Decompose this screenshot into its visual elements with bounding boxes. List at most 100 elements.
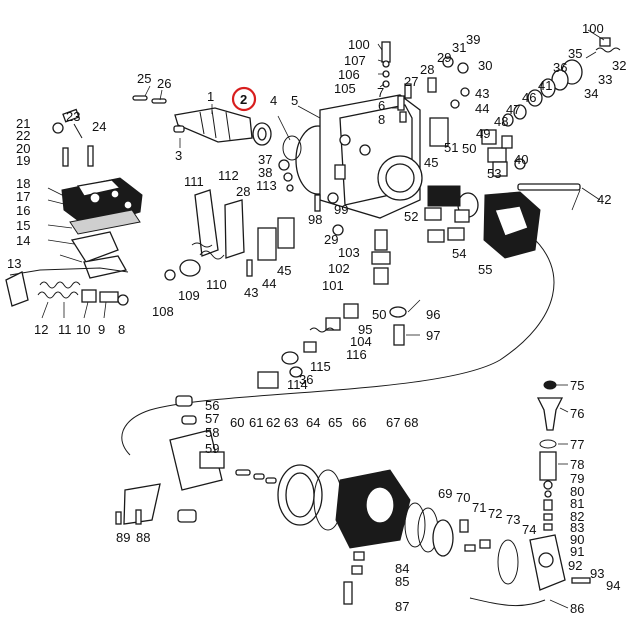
label-83: 83	[570, 520, 584, 535]
label-12: 12	[34, 322, 48, 337]
label-8: 8	[378, 112, 385, 127]
label-94: 94	[606, 578, 620, 593]
screw-108	[164, 269, 176, 281]
plunger-49-50	[481, 129, 513, 177]
label-5: 5	[291, 93, 298, 108]
label-66: 66	[352, 415, 366, 430]
label-87: 87	[395, 599, 409, 614]
label-19: 19	[16, 153, 30, 168]
label-28-mid: 28	[236, 184, 250, 199]
end-plate-55	[483, 191, 541, 259]
label-47: 47	[506, 102, 520, 117]
label-55: 55	[478, 262, 492, 277]
label-50-top: 50	[462, 141, 476, 156]
label-43-top: 43	[475, 86, 489, 101]
housing-left-58-59	[169, 395, 223, 491]
label-85: 85	[395, 574, 409, 589]
label-93: 93	[590, 566, 604, 581]
label-9: 9	[98, 322, 105, 337]
label-38: 38	[258, 165, 272, 180]
label-70: 70	[456, 490, 470, 505]
label-60: 60	[230, 415, 244, 430]
pins-25-26	[132, 95, 167, 104]
label-11: 11	[58, 322, 72, 337]
upper-bolts	[381, 41, 470, 147]
label-71: 71	[472, 500, 486, 515]
label-74: 74	[522, 522, 536, 537]
pivot-109	[179, 259, 201, 277]
governor-housing-66	[335, 469, 411, 549]
label-72: 72	[488, 506, 502, 521]
label-50-mid: 50	[372, 307, 386, 322]
label-42: 42	[597, 192, 611, 207]
label-61: 61	[249, 415, 263, 430]
label-6: 6	[378, 98, 385, 113]
label-115: 115	[310, 359, 331, 374]
label-65: 65	[328, 415, 342, 430]
label-100-top: 100	[348, 37, 370, 52]
label-107: 107	[344, 53, 366, 68]
label-111: 111	[184, 174, 204, 189]
label-17: 17	[16, 189, 30, 204]
label-96: 96	[426, 307, 440, 322]
label-81: 81	[570, 496, 584, 511]
spring-110	[199, 250, 225, 260]
label-8-bottom: 8	[118, 322, 125, 337]
label-45-right: 45	[424, 155, 438, 170]
housing-gasket-4	[282, 135, 302, 161]
label-39: 39	[466, 32, 480, 47]
label-25: 25	[137, 71, 151, 86]
guide-curve-upper	[121, 234, 555, 456]
label-114: 114	[287, 377, 308, 392]
label-62: 62	[266, 415, 280, 430]
screws-98-99	[314, 192, 344, 236]
governor-spring-set	[37, 281, 129, 306]
label-95: 95	[358, 322, 372, 337]
label-21: 21	[16, 116, 30, 131]
label-108: 108	[152, 304, 174, 319]
label-34: 34	[584, 86, 598, 101]
label-3: 3	[175, 148, 182, 163]
screw-43	[246, 259, 253, 277]
label-1: 1	[207, 89, 214, 104]
disc-69	[432, 519, 454, 557]
valve-parts-50-95-104-116	[281, 303, 359, 378]
label-109: 109	[178, 288, 200, 303]
label-16: 16	[16, 203, 30, 218]
label-53: 53	[487, 166, 501, 181]
fitting-93-94	[571, 577, 591, 584]
label-13: 13	[7, 256, 21, 271]
plates-44-45	[257, 217, 295, 261]
tie-rod-42	[517, 183, 581, 191]
label-36-top: 36	[553, 60, 567, 75]
label-103: 103	[338, 245, 360, 260]
label-49: 49	[476, 126, 490, 141]
label-98: 98	[308, 212, 322, 227]
governor-arm-111	[191, 189, 219, 257]
label-51: 51	[444, 140, 458, 155]
label-23: 23	[66, 109, 80, 124]
roller-parts	[123, 451, 225, 525]
label-27: 27	[404, 74, 418, 89]
label-112: 112	[218, 168, 239, 183]
label-45-mid: 45	[277, 263, 291, 278]
highlight-ring	[231, 86, 257, 112]
label-102: 102	[328, 261, 350, 276]
rotor-53	[427, 185, 461, 207]
label-36-mid: 36	[299, 372, 313, 387]
leader-lines	[41, 29, 605, 609]
label-31: 31	[452, 40, 466, 55]
label-56: 56	[205, 398, 219, 413]
label-52: 52	[404, 209, 418, 224]
cam-fittings-103-102-101	[371, 229, 391, 285]
label-7: 7	[377, 85, 384, 100]
label-43-mid: 43	[244, 285, 258, 300]
delivery-valve-stack	[502, 37, 621, 127]
throttle-linkage	[5, 255, 129, 307]
label-105: 105	[334, 81, 356, 96]
label-106: 106	[338, 67, 360, 82]
fuel-valve-stack	[536, 380, 564, 531]
label-20: 20	[16, 141, 30, 156]
label-10: 10	[76, 322, 90, 337]
